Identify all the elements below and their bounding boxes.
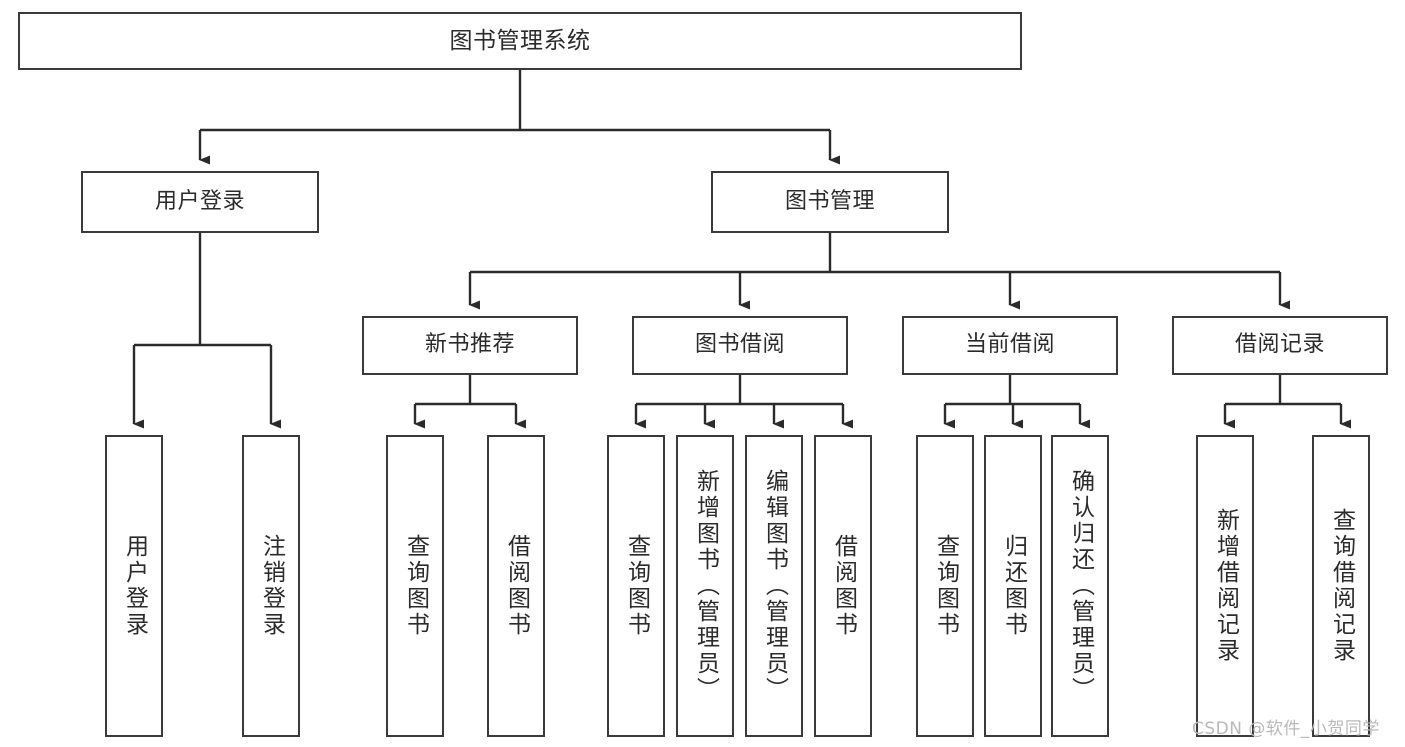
node-leaf-query-book-1[interactable]: 查询图书: [386, 435, 444, 737]
node-leaf-add-record[interactable]: 新增借阅记录: [1196, 435, 1254, 737]
node-borrow-record[interactable]: 借阅记录: [1172, 316, 1388, 375]
node-leaf-add-record-label: 新增借阅记录: [1212, 508, 1239, 664]
node-current-borrow[interactable]: 当前借阅: [902, 316, 1118, 375]
node-leaf-query-record[interactable]: 查询借阅记录: [1312, 435, 1370, 737]
node-current-borrow-label: 当前借阅: [964, 332, 1055, 358]
node-leaf-add-book[interactable]: 新增图书（管理员）: [676, 435, 734, 737]
node-root[interactable]: 图书管理系统: [18, 12, 1022, 70]
node-leaf-logout[interactable]: 注销登录: [242, 435, 300, 737]
node-book-manage[interactable]: 图书管理: [711, 171, 949, 233]
node-leaf-query-book-3[interactable]: 查询图书: [916, 435, 974, 737]
node-leaf-query-book-3-label: 查询图书: [932, 534, 959, 638]
node-leaf-add-book-label: 新增图书（管理员）: [692, 469, 719, 703]
node-leaf-edit-book[interactable]: 编辑图书（管理员）: [745, 435, 803, 737]
node-root-label: 图书管理系统: [449, 27, 591, 54]
node-book-manage-label: 图书管理: [784, 188, 875, 214]
node-leaf-borrow-book-2-label: 借阅图书: [830, 534, 857, 638]
node-leaf-logout-label: 注销登录: [258, 534, 285, 638]
node-book-borrow-label: 图书借阅: [694, 332, 785, 358]
node-leaf-query-book-2-label: 查询图书: [623, 534, 650, 638]
node-new-book-rec[interactable]: 新书推荐: [362, 316, 578, 375]
node-leaf-confirm-return[interactable]: 确认归还（管理员）: [1051, 435, 1109, 737]
node-leaf-edit-book-label: 编辑图书（管理员）: [761, 469, 788, 703]
node-leaf-user-login-label: 用户登录: [121, 534, 148, 638]
node-user-login-label: 用户登录: [154, 188, 245, 214]
node-borrow-record-label: 借阅记录: [1234, 332, 1325, 358]
node-new-book-rec-label: 新书推荐: [424, 332, 515, 358]
csdn-watermark: CSDN @软件_小贺同学: [1192, 719, 1380, 739]
node-leaf-query-book-2[interactable]: 查询图书: [607, 435, 665, 737]
node-leaf-confirm-return-label: 确认归还（管理员）: [1067, 469, 1094, 703]
node-leaf-query-book-1-label: 查询图书: [402, 534, 429, 638]
node-leaf-borrow-book-1-label: 借阅图书: [503, 534, 530, 638]
node-user-login[interactable]: 用户登录: [81, 171, 319, 233]
node-leaf-query-record-label: 查询借阅记录: [1328, 508, 1355, 664]
node-leaf-user-login[interactable]: 用户登录: [105, 435, 163, 737]
node-book-borrow[interactable]: 图书借阅: [632, 316, 848, 375]
node-leaf-return-book-label: 归还图书: [1000, 534, 1027, 638]
node-leaf-borrow-book-1[interactable]: 借阅图书: [487, 435, 545, 737]
node-leaf-return-book[interactable]: 归还图书: [984, 435, 1042, 737]
node-leaf-borrow-book-2[interactable]: 借阅图书: [814, 435, 872, 737]
